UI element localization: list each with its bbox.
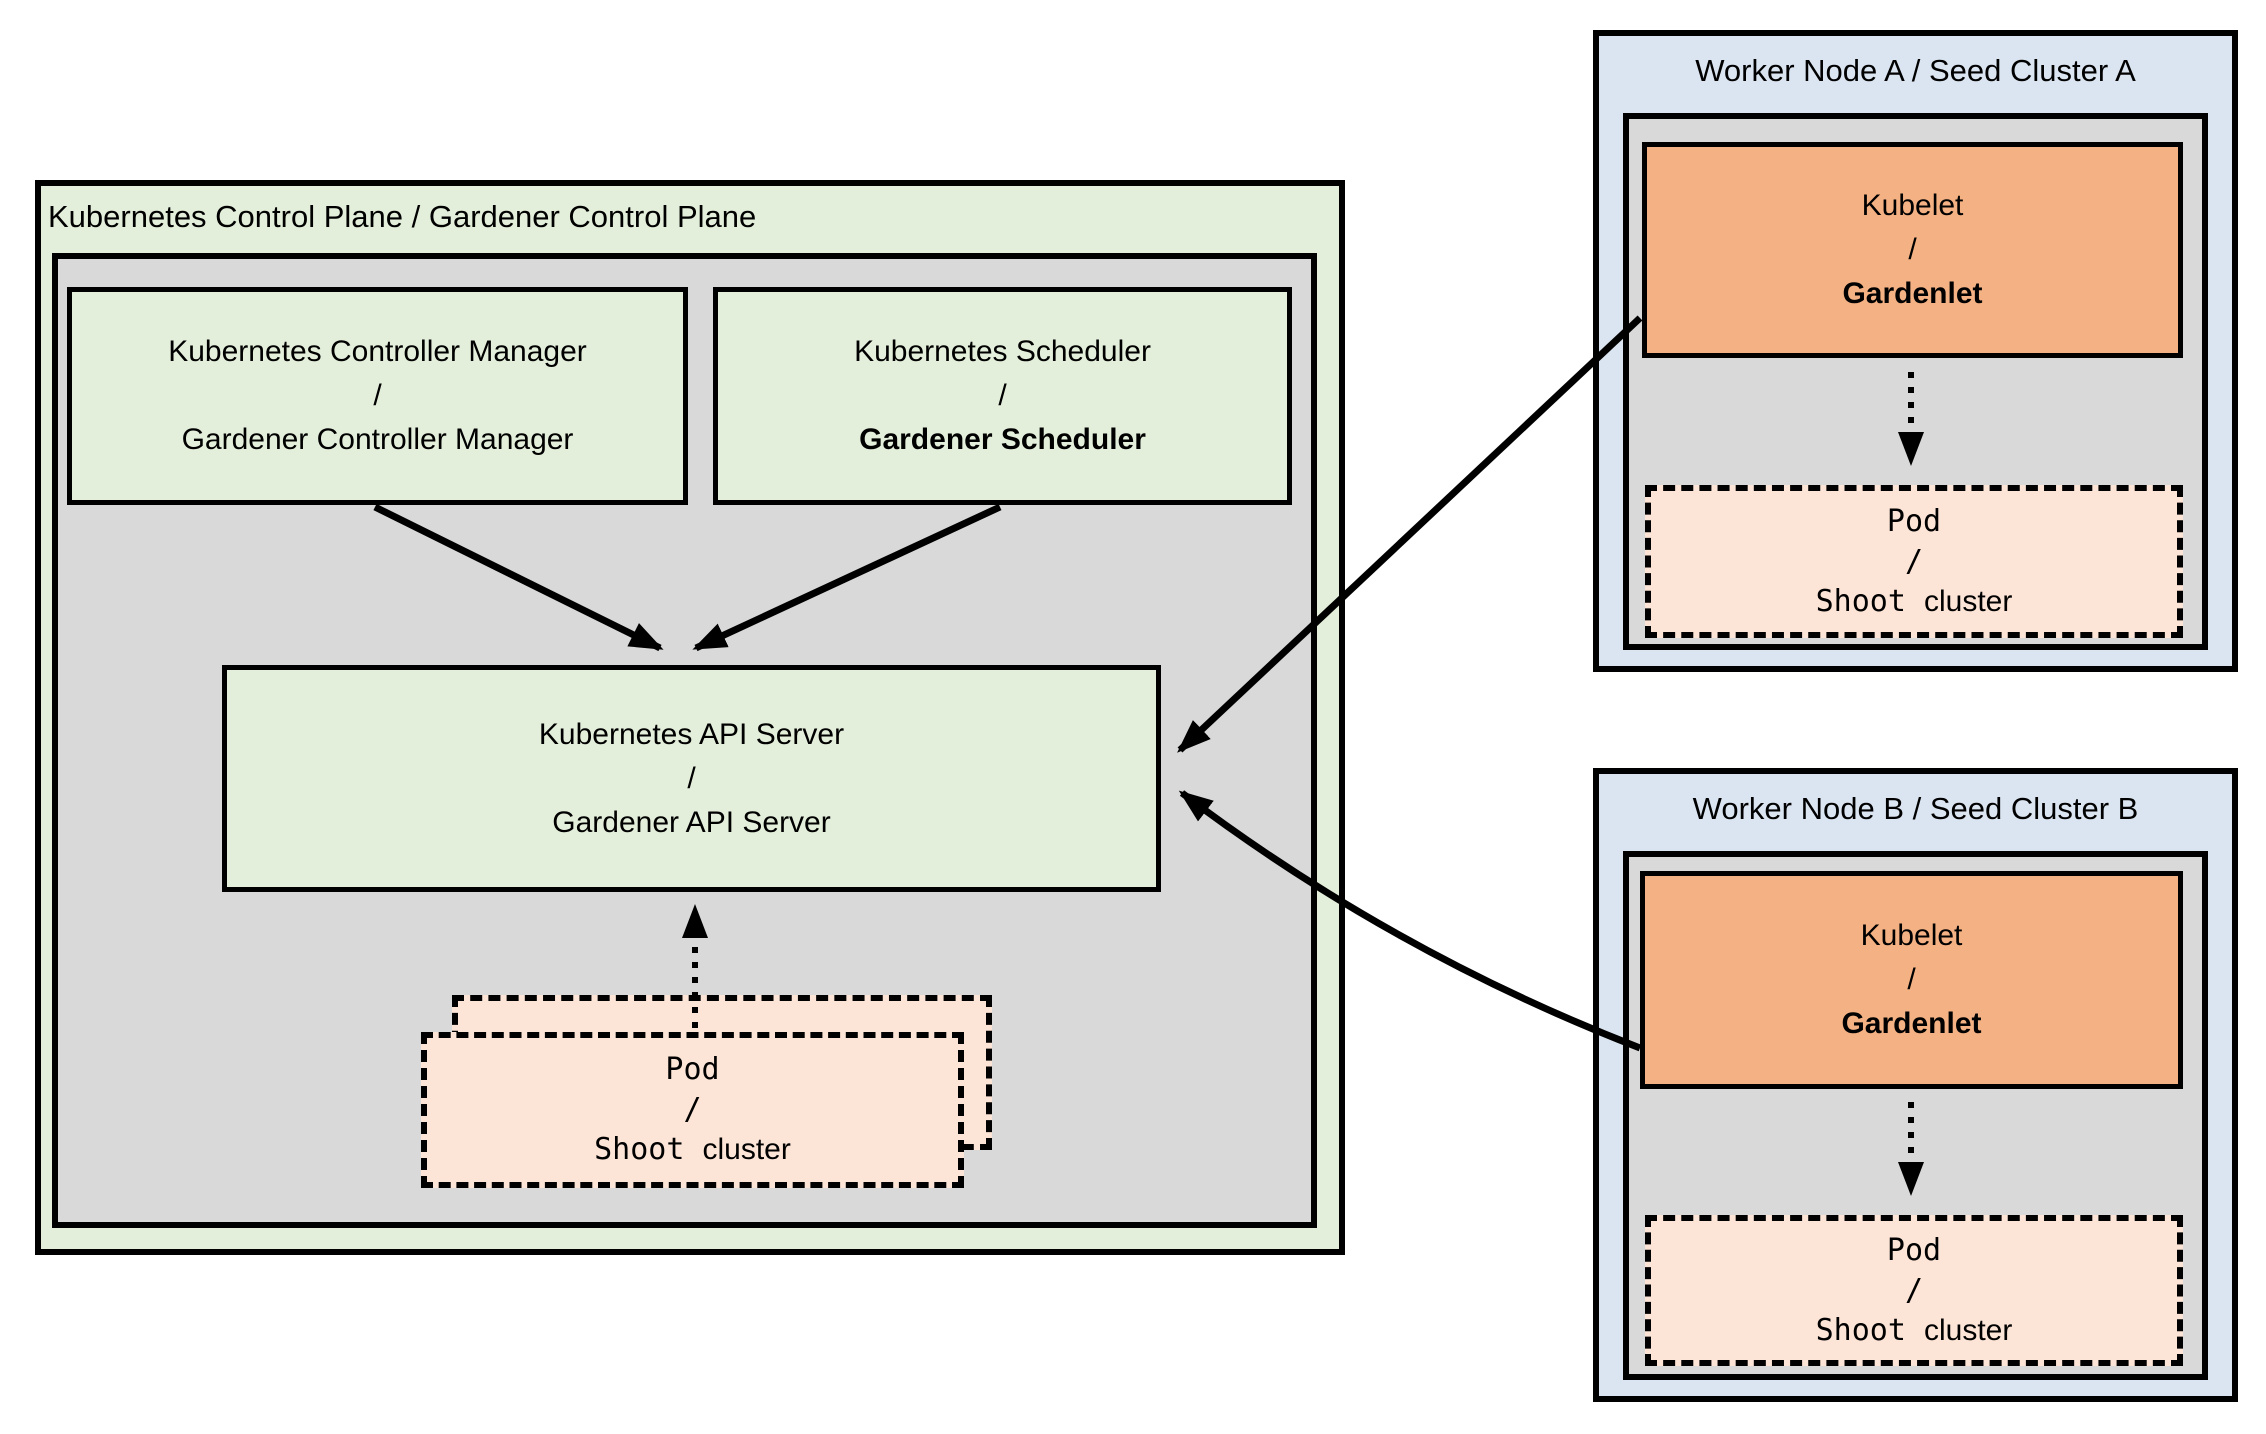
pod-a-slash: /: [1904, 543, 1924, 579]
kubelet-b-slash: /: [1907, 963, 1916, 996]
pod-b-cluster-word: cluster: [1924, 1313, 2013, 1347]
kubelet-b-line1: Kubelet: [1860, 919, 1963, 952]
scheduler-line1: Kubernetes Scheduler: [854, 335, 1151, 368]
api-server-line1: Kubernetes API Server: [538, 717, 845, 751]
pod-b-line1: Pod: [1886, 1232, 1942, 1268]
scheduler-box: Kubernetes Scheduler / Gardener Schedule…: [713, 287, 1292, 505]
kubelet-a-line2: Gardenlet: [1842, 277, 1983, 310]
pod-a-line2: Shoot cluster: [1816, 582, 2013, 622]
pod-shoot-box-worker-a: Pod / Shoot cluster: [1645, 485, 2183, 638]
pod-b-line2: Shoot cluster: [1816, 1311, 2013, 1351]
kubelet-a-line1: Kubelet: [1861, 189, 1964, 222]
scheduler-line2: Gardener Scheduler: [859, 423, 1146, 456]
pod-a-shoot-word: Shoot: [1815, 583, 1906, 619]
controller-manager-line2: Gardener Controller Manager: [181, 423, 574, 456]
pod-shoot-box-worker-b: Pod / Shoot cluster: [1645, 1215, 2183, 1366]
controller-manager-slash: /: [373, 379, 382, 412]
kubelet-b-box: Kubelet / Gardenlet: [1640, 871, 2183, 1089]
api-server-slash: /: [687, 761, 696, 795]
worker-node-b-title: Worker Node B / Seed Cluster B: [1692, 791, 2139, 826]
pod-line1: Pod: [665, 1052, 720, 1087]
pod-b-slash: /: [1904, 1272, 1924, 1308]
kubelet-a-box: Kubelet / Gardenlet: [1642, 142, 2183, 358]
pod-b-shoot-word: Shoot: [1815, 1312, 1906, 1348]
scheduler-slash: /: [998, 379, 1007, 412]
worker-node-a-title: Worker Node A / Seed Cluster A: [1695, 53, 2136, 88]
controller-manager-line1: Kubernetes Controller Manager: [168, 335, 587, 368]
pod-shoot-box-front: Pod / Shoot cluster: [421, 1032, 964, 1188]
control-plane-title: Kubernetes Control Plane / Gardener Cont…: [48, 199, 757, 234]
api-server-line2: Gardener API Server: [552, 805, 831, 839]
pod-slash: /: [683, 1092, 702, 1127]
kubelet-a-slash: /: [1908, 233, 1917, 266]
controller-manager-box: Kubernetes Controller Manager / Gardener…: [67, 287, 688, 505]
api-server-box: Kubernetes API Server / Gardener API Ser…: [222, 665, 1161, 892]
kubelet-b-line2: Gardenlet: [1841, 1007, 1982, 1040]
pod-a-cluster-word: cluster: [1924, 584, 2013, 618]
pod-line2: Shoot cluster: [594, 1130, 791, 1170]
pod-shoot-word: Shoot: [594, 1132, 685, 1167]
pod-a-line1: Pod: [1886, 503, 1942, 539]
pod-cluster-word: cluster: [702, 1133, 791, 1166]
